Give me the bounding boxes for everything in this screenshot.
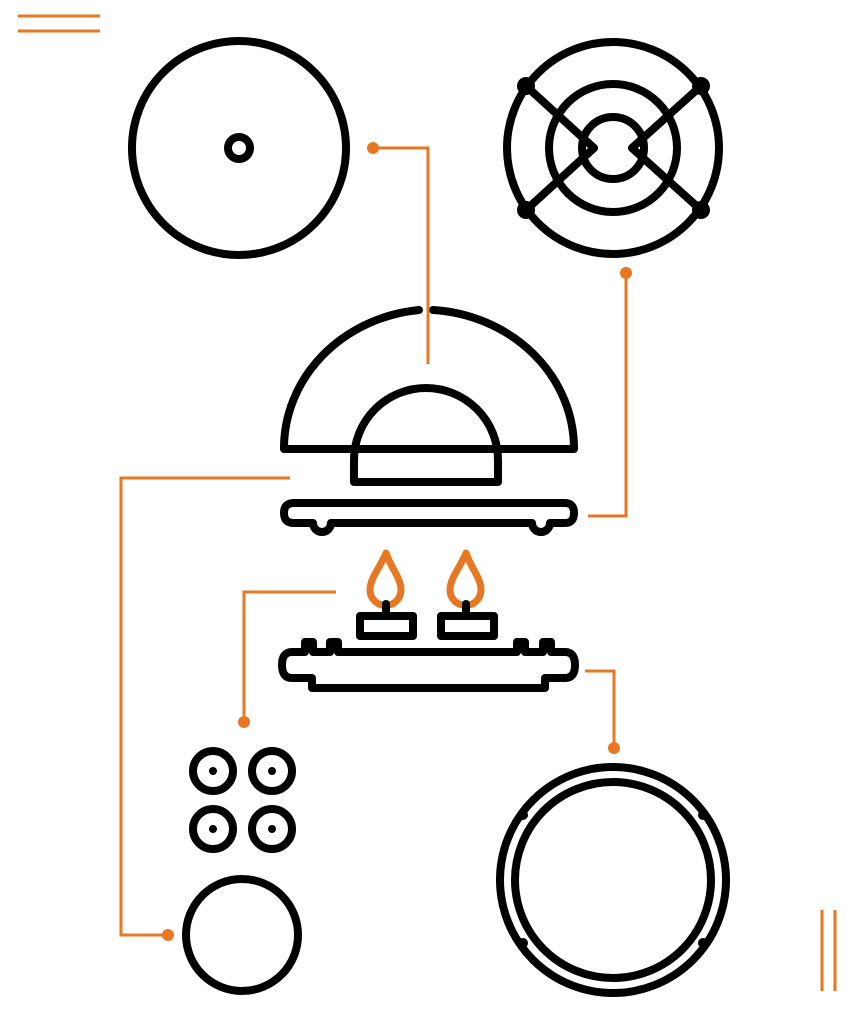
leader-basedisc-to-plate [119,476,290,941]
leader-disc-to-lid [367,142,430,364]
leader-grill-to-plate [588,267,632,518]
grill-top-view-icon [503,38,723,258]
dome-lid-icon [279,306,579,486]
decor-double-line-icon [18,14,100,33]
flat-disc-top-view-icon [128,37,350,259]
leader-feet-to-candles [238,590,336,728]
flame-icon [366,549,485,609]
feet-top-view-icon [189,747,296,853]
leader-ring-to-base [585,669,620,754]
tealight-candle-icon [356,600,498,640]
grill-plate-side-icon [280,499,578,536]
ring-top-view-icon [496,763,730,997]
base-side-view-icon [278,638,579,692]
base-disc-top-view-icon [182,875,302,995]
decor-vertical-lines-icon [820,910,837,991]
